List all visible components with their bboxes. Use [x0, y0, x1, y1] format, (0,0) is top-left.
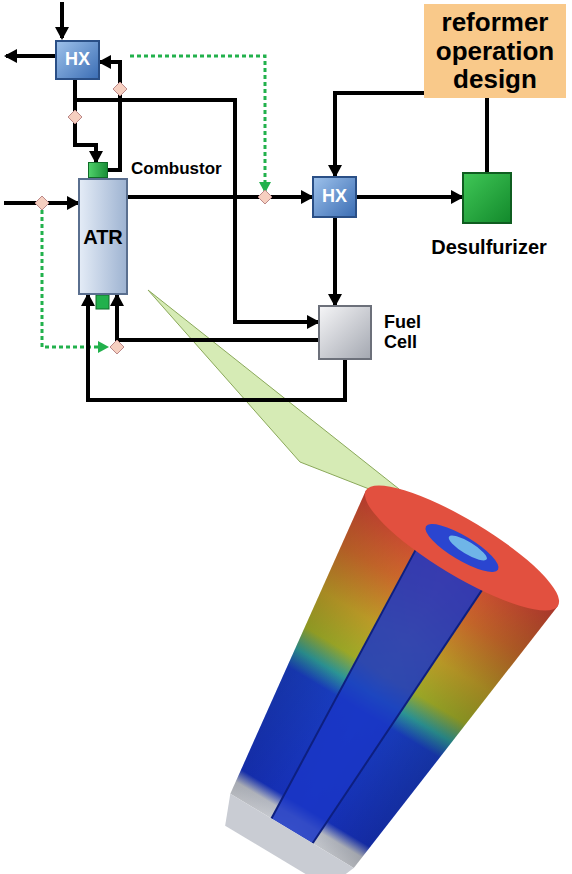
igniter-stub [96, 295, 109, 309]
valve-diamond [113, 82, 127, 96]
reformer-cone [181, 466, 572, 874]
node-caption: Desulfurizer [431, 236, 547, 258]
combustor-box: Combustor [88, 162, 108, 178]
node-label: HX [322, 187, 347, 207]
reformer-vessel: ATR [78, 178, 128, 295]
node-caption: Combustor [131, 160, 222, 179]
feed-arrow [60, 2, 64, 38]
valve-diamond [110, 340, 124, 354]
node-label: HX [65, 50, 90, 70]
node-label: ATR [83, 226, 123, 248]
node-caption: Fuel Cell [384, 313, 436, 353]
valve-diamond [258, 190, 272, 204]
title-box: reformer operation design [424, 4, 566, 98]
valve-diamond [35, 196, 49, 210]
flow-arrow [128, 195, 312, 199]
flow-arrow [88, 295, 345, 400]
desulfurizer-box: Desulfurizer [462, 172, 512, 224]
control-line [130, 56, 265, 192]
flow-arrow [333, 218, 337, 305]
flow-arrow [117, 295, 318, 340]
fuel-cell-box: Fuel Cell [318, 305, 372, 360]
flow-arrow [335, 93, 487, 176]
heat-exchanger: HX [55, 40, 100, 80]
exhaust-arrow [6, 54, 55, 58]
flow-arrow [100, 62, 120, 170]
node-label: reformer operation design [432, 8, 558, 94]
flow-arrow [357, 195, 462, 199]
flow-arrow [75, 80, 318, 322]
heat-exchanger: HX [312, 176, 357, 218]
valve-diamond [68, 110, 82, 124]
